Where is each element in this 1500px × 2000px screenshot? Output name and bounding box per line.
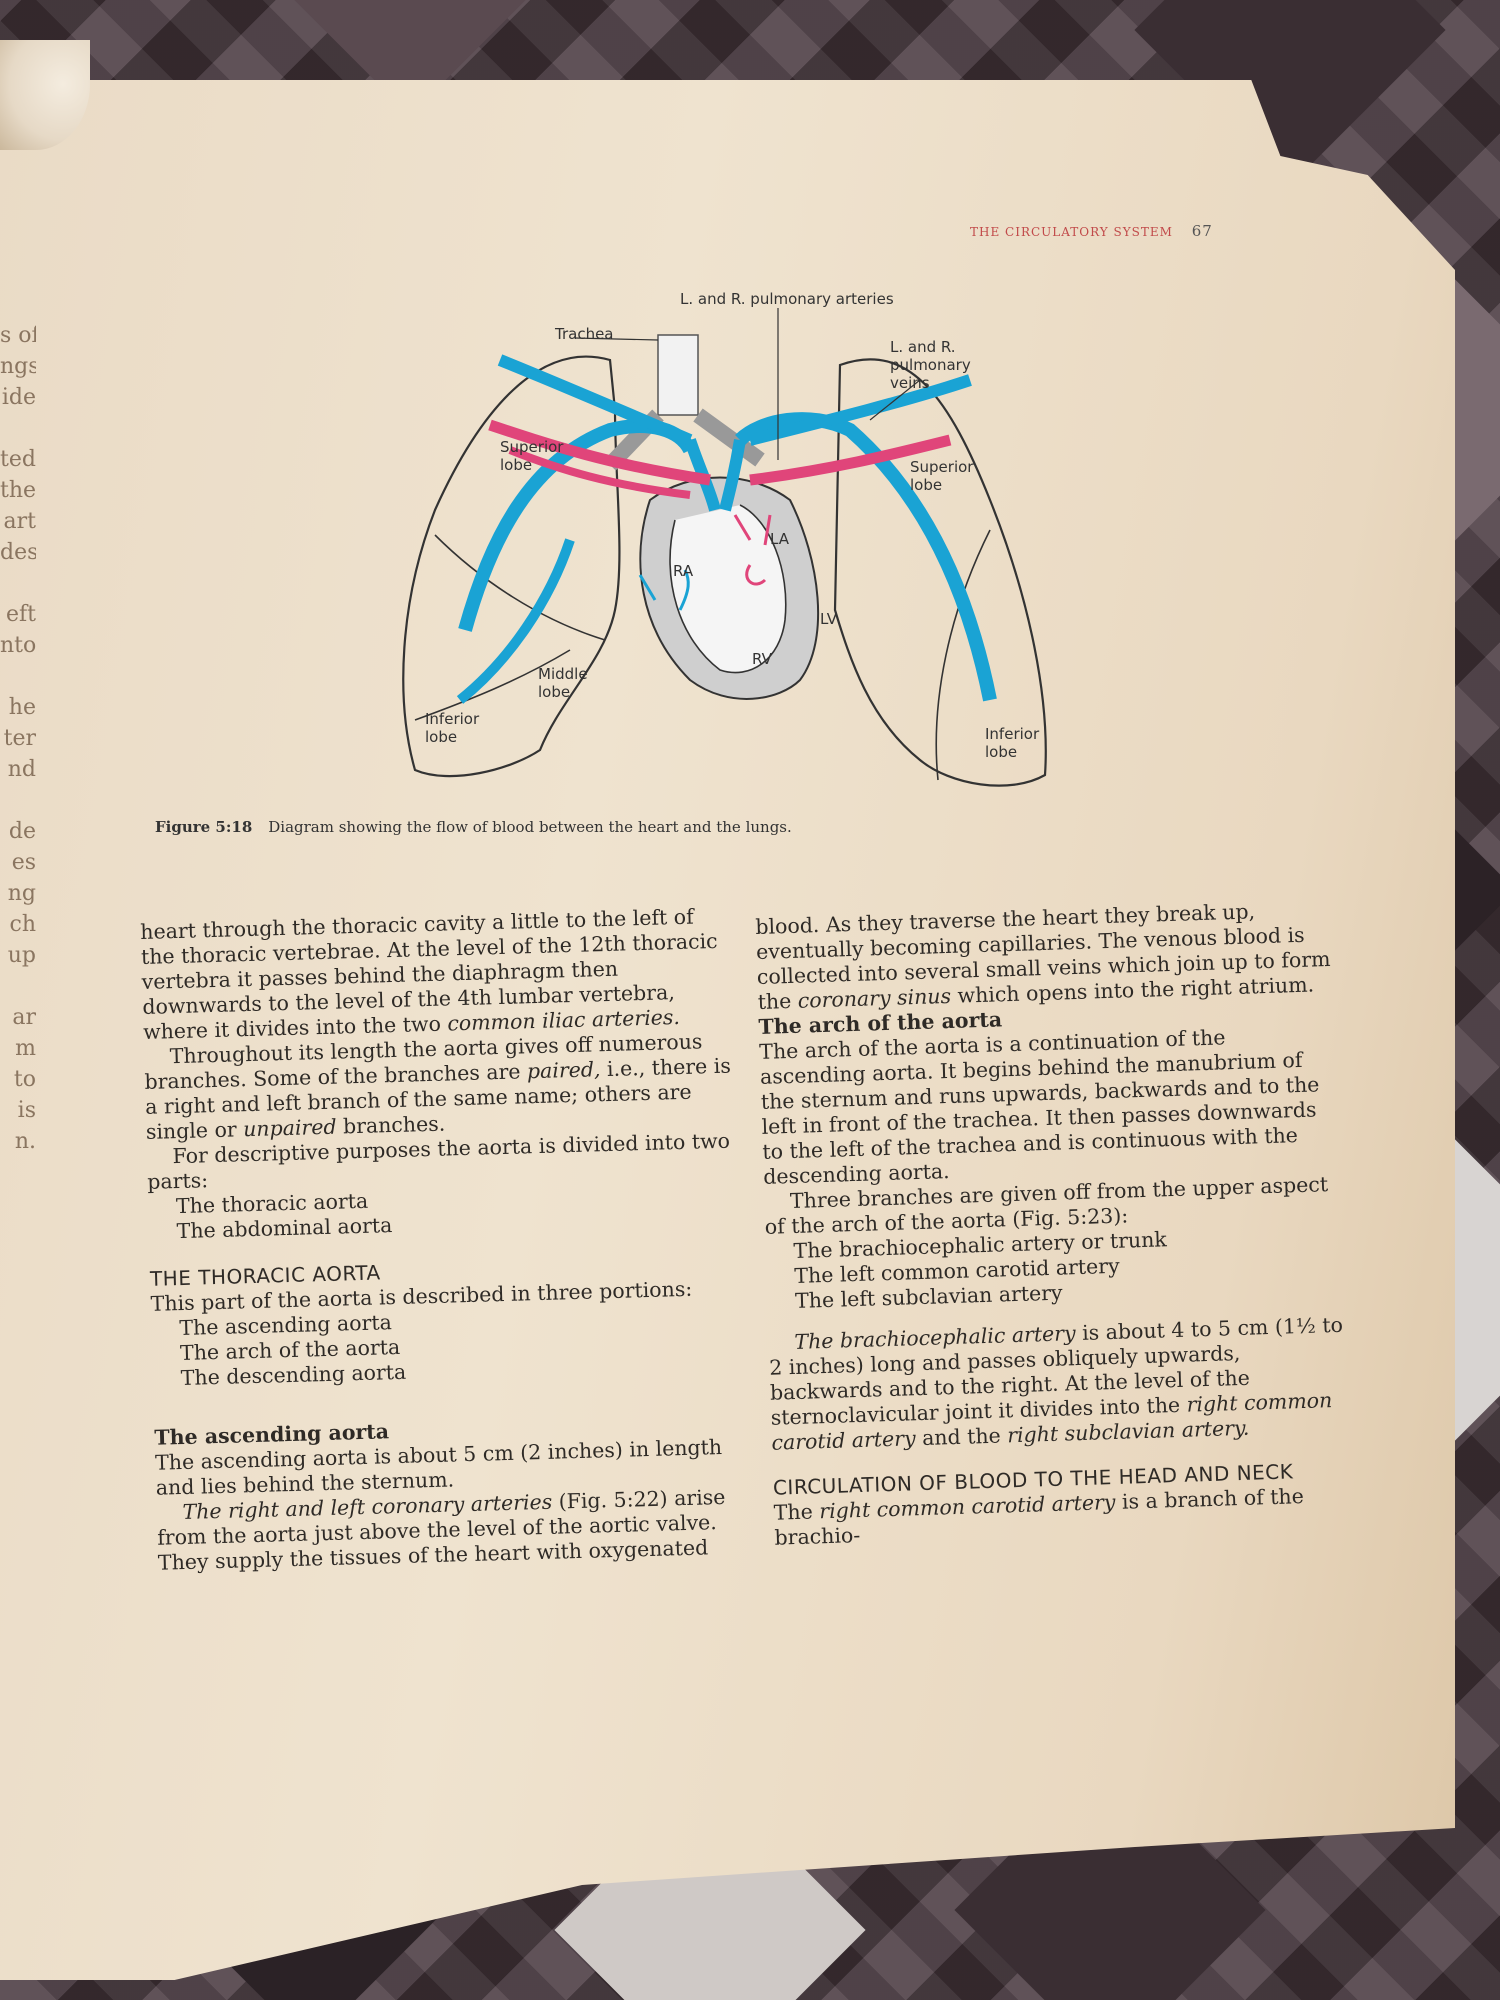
label-lv: LV bbox=[820, 610, 837, 628]
text: The bbox=[773, 1499, 814, 1525]
edge-fragment: de bbox=[8, 819, 36, 844]
fissure-line bbox=[935, 529, 991, 781]
text: branches. bbox=[342, 1111, 446, 1139]
figure-caption: Figure 5:18 Diagram showing the flow of b… bbox=[155, 818, 792, 836]
flow-arrow-la bbox=[733, 514, 772, 546]
vein-lower-right bbox=[456, 538, 575, 704]
paragraph: blood. As they traverse the heart they b… bbox=[755, 897, 1333, 1015]
italic-term: coronary sinus bbox=[797, 983, 952, 1013]
label-la: LA bbox=[770, 530, 789, 548]
heart-lungs-illustration bbox=[402, 308, 1047, 787]
figure-caption-text: Diagram showing the flow of blood betwee… bbox=[268, 818, 792, 836]
label-middle-lobe: Middle lobe bbox=[538, 665, 588, 701]
pulmonary-vein-upper bbox=[497, 354, 693, 446]
paragraph: heart through the thoracic cavity a litt… bbox=[140, 904, 733, 1045]
edge-fragment: n. bbox=[14, 1129, 36, 1154]
right-column: blood. As they traverse the heart they b… bbox=[755, 897, 1350, 1551]
paragraph: The arch of the aorta is a continuation … bbox=[758, 1025, 1320, 1189]
label-inferior-lobe-left: Inferior lobe bbox=[425, 710, 480, 746]
book-page bbox=[0, 80, 1455, 1980]
leader-line bbox=[869, 379, 921, 421]
running-header: THE CIRCULATORY SYSTEM 67 bbox=[970, 222, 1213, 240]
edge-fragment: eft bbox=[5, 602, 36, 627]
edge-fragment bbox=[0, 785, 36, 816]
edge-fragment: nd bbox=[7, 757, 36, 782]
edge-fragment: ngs bbox=[0, 354, 36, 379]
edge-fragment: is bbox=[17, 1098, 36, 1123]
flow-arrow-ra bbox=[638, 574, 657, 601]
italic-term: paired, bbox=[526, 1057, 601, 1084]
text: and the bbox=[921, 1423, 1002, 1451]
pulmonary-vein-right-upper bbox=[748, 374, 972, 446]
label-pulmonary-arteries: L. and R. pulmonary arteries bbox=[680, 290, 894, 308]
edge-fragment: m bbox=[15, 1036, 36, 1061]
trachea-shape bbox=[657, 334, 699, 416]
edge-fragment bbox=[0, 413, 36, 444]
flow-arrow-lv bbox=[745, 564, 767, 586]
left-lung-outline bbox=[833, 358, 1047, 787]
left-column: heart through the thoracic cavity a litt… bbox=[140, 904, 748, 1576]
heart-lungs-diagram: L. and R. pulmonary arteries Trachea L. … bbox=[390, 280, 1070, 800]
label-ra: RA bbox=[673, 562, 694, 580]
label-trachea: Trachea bbox=[555, 325, 614, 343]
edge-fragment: ide bbox=[1, 385, 36, 410]
edge-fragment bbox=[0, 568, 36, 599]
figure-number: Figure 5:18 bbox=[155, 818, 253, 836]
pulmonary-artery-branch bbox=[508, 446, 691, 499]
italic-term: unpaired bbox=[242, 1114, 337, 1142]
edge-fragment: es bbox=[11, 850, 36, 875]
label-superior-lobe-right: Superior lobe bbox=[910, 458, 974, 494]
heart-inner-wall bbox=[669, 504, 787, 674]
label-superior-lobe-left: Superior lobe bbox=[500, 438, 564, 474]
label-inferior-lobe-right: Inferior lobe bbox=[985, 725, 1040, 761]
edge-fragment: ter bbox=[3, 726, 36, 751]
right-lung-outline bbox=[402, 355, 621, 778]
edge-fragment: des bbox=[0, 540, 36, 565]
edge-fragment bbox=[0, 661, 36, 692]
leader-line bbox=[574, 337, 659, 341]
facing-page-edge-text: s of ngs ide ted the art des eft nto he ter nd d… bbox=[0, 320, 40, 1157]
edge-fragment: ar bbox=[12, 1005, 36, 1030]
edge-fragment: the bbox=[0, 478, 36, 503]
edge-fragment: ng bbox=[7, 881, 36, 906]
fissure-line bbox=[434, 534, 606, 641]
pulmonary-artery-left bbox=[488, 419, 711, 486]
edge-fragment: ch bbox=[9, 912, 37, 937]
edge-fragment: nto bbox=[0, 633, 36, 658]
flow-arrow-rv bbox=[678, 569, 690, 611]
edge-fragment bbox=[0, 971, 36, 1002]
paragraph: Throughout its length the aorta gives of… bbox=[143, 1028, 736, 1144]
fissure-line bbox=[414, 649, 571, 721]
edge-fragment: s of bbox=[0, 323, 36, 348]
running-title: THE CIRCULATORY SYSTEM bbox=[970, 225, 1173, 239]
paragraph: The brachiocephalic artery is about 4 to… bbox=[768, 1313, 1347, 1456]
label-pulmonary-veins: L. and R. pulmonary veins bbox=[890, 338, 971, 392]
label-rv: RV bbox=[752, 650, 772, 668]
edge-fragment: ted bbox=[0, 447, 36, 472]
page-number: 67 bbox=[1191, 222, 1213, 240]
edge-fragment: to bbox=[13, 1067, 36, 1092]
edge-fragment: up bbox=[7, 943, 36, 968]
edge-fragment: art bbox=[3, 509, 36, 534]
edge-fragment: he bbox=[8, 695, 36, 720]
pulmonary-artery-right bbox=[749, 434, 952, 486]
